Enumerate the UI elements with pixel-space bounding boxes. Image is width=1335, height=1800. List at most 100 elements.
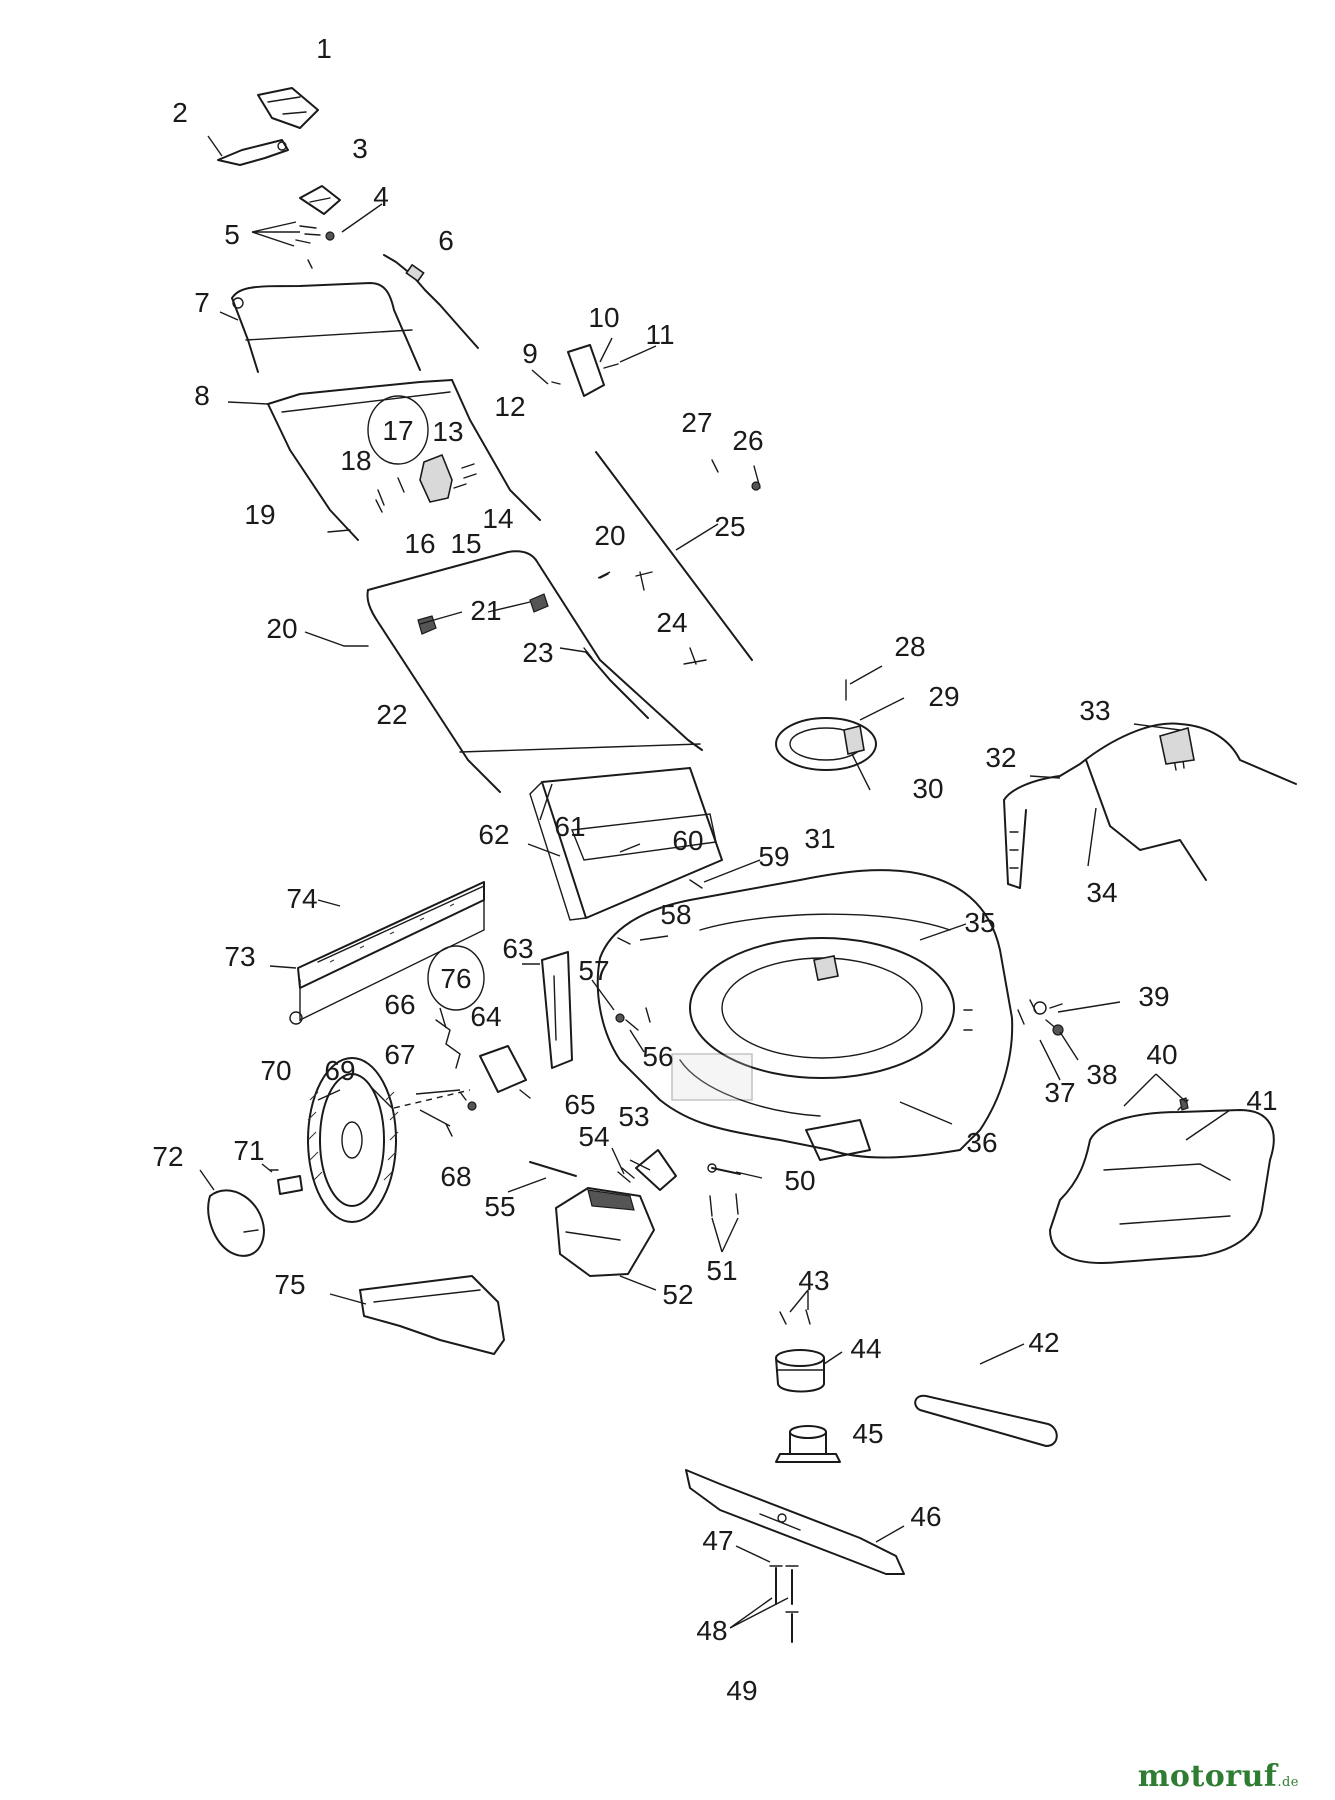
part-43-bolts [779, 1309, 811, 1325]
callout-72: 72 [152, 1141, 183, 1172]
callout-76: 76 [440, 963, 471, 994]
callout-50: 50 [784, 1165, 815, 1196]
part-25-rod [595, 451, 753, 661]
part-44-pulley [775, 1349, 825, 1393]
callout-69: 69 [324, 1055, 355, 1086]
callout-21: 21 [470, 595, 501, 626]
brand-name: motoruf [1137, 1759, 1278, 1794]
callout-61: 61 [554, 811, 585, 842]
callout-34: 34 [1086, 877, 1117, 908]
callout-15: 15 [450, 528, 481, 559]
callout-16: 16 [404, 528, 435, 559]
callout-4: 4 [373, 181, 389, 212]
callout-54: 54 [578, 1121, 609, 1152]
part-9-10-11-control [551, 344, 619, 397]
callout-25: 25 [714, 511, 745, 542]
part-2-lever [217, 139, 289, 166]
part-53-54-hinge [617, 1149, 677, 1191]
callout-68: 68 [440, 1161, 471, 1192]
part-1-handle-cover [257, 87, 319, 129]
callout-11: 11 [645, 319, 674, 350]
callout-47: 47 [702, 1525, 733, 1556]
callout-17: 17 [382, 415, 413, 446]
callout-26: 26 [732, 425, 763, 456]
callout-65: 65 [564, 1089, 595, 1120]
brand-watermark: motoruf.de [1138, 1759, 1299, 1794]
callout-35: 35 [964, 907, 995, 938]
part-50-51-pins [707, 1163, 741, 1217]
part-28-30-baffle-ring [775, 679, 877, 771]
callout-9: 9 [522, 338, 538, 369]
callout-23: 23 [522, 637, 553, 668]
callout-7: 7 [194, 287, 210, 318]
callout-18: 18 [340, 445, 371, 476]
part-75-side-chute [359, 1275, 505, 1355]
part-45-adapter [775, 1425, 841, 1463]
callout-75: 75 [274, 1269, 305, 1300]
callout-24: 24 [656, 607, 687, 638]
callout-46: 46 [910, 1501, 941, 1532]
part-17-marker [367, 395, 429, 465]
callout-55: 55 [484, 1191, 515, 1222]
part-13-17-switch-box [377, 453, 477, 506]
part-4-5-screws [295, 225, 335, 269]
part-3-bracket [299, 185, 341, 215]
part-76-marker [427, 945, 485, 1011]
callout-30: 30 [912, 773, 943, 804]
part-24-bolt [635, 571, 707, 665]
callout-10: 10 [588, 302, 619, 333]
part-47-49-bolts [769, 1565, 799, 1643]
callout-8: 8 [194, 380, 210, 411]
part-22-lower-handle [366, 550, 703, 793]
callout-20-upper: 20 [594, 520, 625, 551]
callout-20-lower: 20 [266, 613, 297, 644]
callout-1: 1 [316, 33, 332, 64]
callout-57: 57 [578, 955, 609, 986]
callout-2: 2 [172, 97, 188, 128]
callout-66: 66 [384, 989, 415, 1020]
part-46-blade [685, 1469, 905, 1575]
callout-60: 60 [672, 825, 703, 856]
part-63-65-axle-bracket [479, 951, 573, 1099]
part-35-36-deck [596, 869, 1014, 1161]
callout-51: 51 [706, 1255, 737, 1286]
part-8-handle-tube [267, 379, 541, 541]
callout-56: 56 [642, 1041, 673, 1072]
callout-32: 32 [985, 742, 1016, 773]
callout-40: 40 [1146, 1039, 1177, 1070]
callout-49: 49 [726, 1675, 757, 1706]
callout-58: 58 [660, 899, 691, 930]
part-71-bolt [269, 1169, 303, 1195]
callout-73: 73 [224, 941, 255, 972]
part-52-mulch-plug [555, 1187, 655, 1277]
callout-27: 27 [681, 407, 712, 438]
callout-37: 37 [1044, 1077, 1075, 1108]
callout-67: 67 [384, 1039, 415, 1070]
callout-29: 29 [928, 681, 959, 712]
callout-5: 5 [224, 219, 240, 250]
part-56-59-screws [615, 879, 703, 1031]
part-18-19-fasteners [327, 499, 383, 533]
callout-74: 74 [286, 883, 317, 914]
callout-36: 36 [966, 1127, 997, 1158]
callout-70: 70 [260, 1055, 291, 1086]
callout-41: 41 [1246, 1085, 1277, 1116]
callout-53: 53 [618, 1101, 649, 1132]
callout-28: 28 [894, 631, 925, 662]
parts-drawings [207, 87, 1297, 1643]
part-7-upper-handle [231, 282, 421, 373]
part-20-21-knobs [343, 573, 609, 647]
part-60-62-panel [529, 767, 723, 921]
part-66-68-springs [435, 1019, 477, 1137]
callout-64: 64 [470, 1001, 501, 1032]
callout-43: 43 [798, 1265, 829, 1296]
part-6-cable [383, 254, 479, 349]
callout-71: 71 [233, 1135, 264, 1166]
callout-3: 3 [352, 133, 368, 164]
callout-39: 39 [1138, 981, 1169, 1012]
callout-12: 12 [494, 391, 525, 422]
callout-14: 14 [482, 503, 513, 534]
callout-33: 33 [1079, 695, 1110, 726]
callout-52: 52 [662, 1279, 693, 1310]
